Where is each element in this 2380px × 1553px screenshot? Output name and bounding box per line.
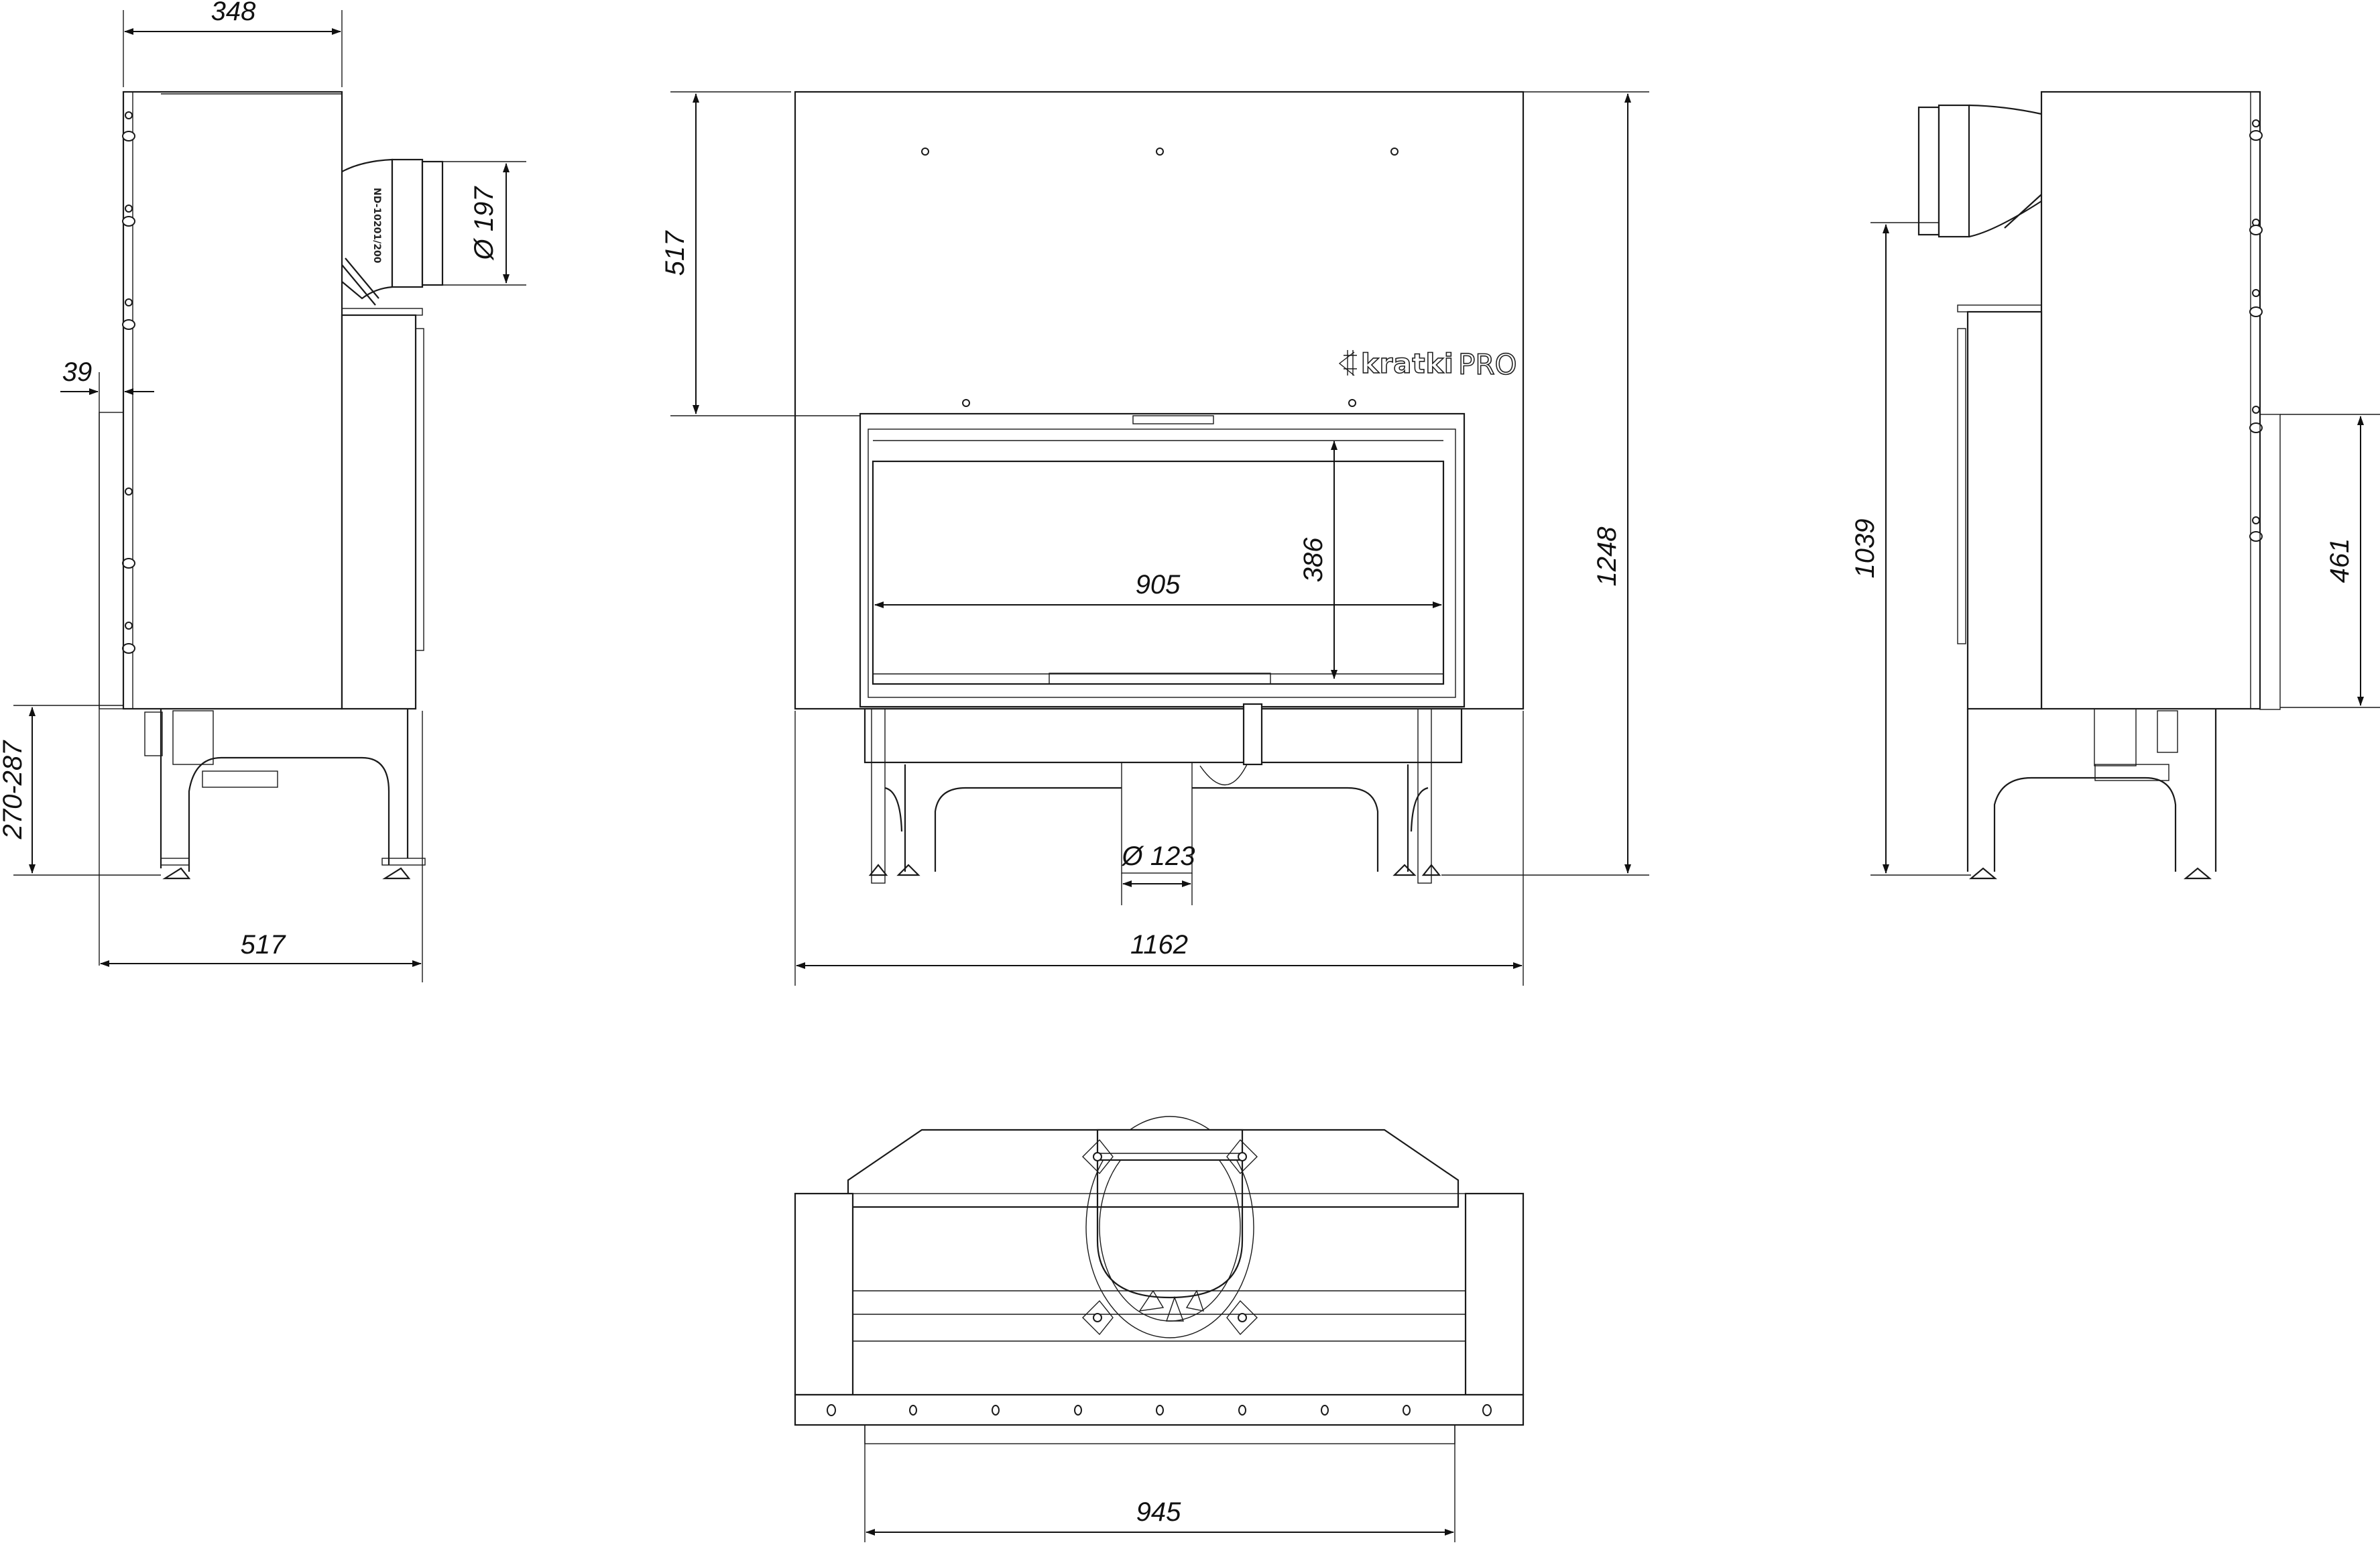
dim-leg-height: 270-287 — [0, 740, 27, 840]
bolts-right — [2249, 119, 2263, 542]
bolts-left — [122, 111, 135, 654]
brand-name: kratki — [1361, 349, 1454, 380]
bolts-front-top — [921, 148, 1399, 407]
kratki-logo: kratki PRO — [1338, 347, 1517, 382]
flue-collar — [1082, 1116, 1258, 1338]
flue-part-label: ND-10201/200 — [371, 188, 382, 264]
dim-total-width: 1162 — [1130, 930, 1188, 960]
left-side-view: ND-10201/200 348 Ø 197 39 270-287 — [0, 0, 526, 982]
dim-total-depth: 517 — [241, 930, 286, 960]
front-view: kratki PRO 517 905 386 — [660, 91, 1649, 986]
dim-flue-axis-height: 1039 — [1850, 519, 1880, 579]
dim-upper-height: 517 — [660, 230, 690, 276]
brand-suffix: PRO — [1458, 348, 1517, 381]
dim-offset: 39 — [62, 357, 93, 387]
dim-total-height: 1248 — [1592, 526, 1622, 587]
dim-flue-diameter: Ø 197 — [469, 186, 499, 262]
dim-inner-width: 945 — [1136, 1497, 1181, 1527]
dim-air-inlet-diameter: Ø 123 — [1121, 842, 1195, 871]
dim-frame-height: 461 — [2325, 538, 2355, 583]
rail-holes — [827, 1404, 1492, 1416]
feet-front — [868, 864, 1441, 876]
dim-top-depth: 348 — [211, 0, 256, 26]
dim-glass-width: 905 — [1136, 570, 1181, 599]
top-view: 945 — [794, 1116, 1525, 1542]
right-side-view: 1039 461 — [1850, 91, 2380, 880]
dim-glass-height: 386 — [1299, 537, 1328, 582]
